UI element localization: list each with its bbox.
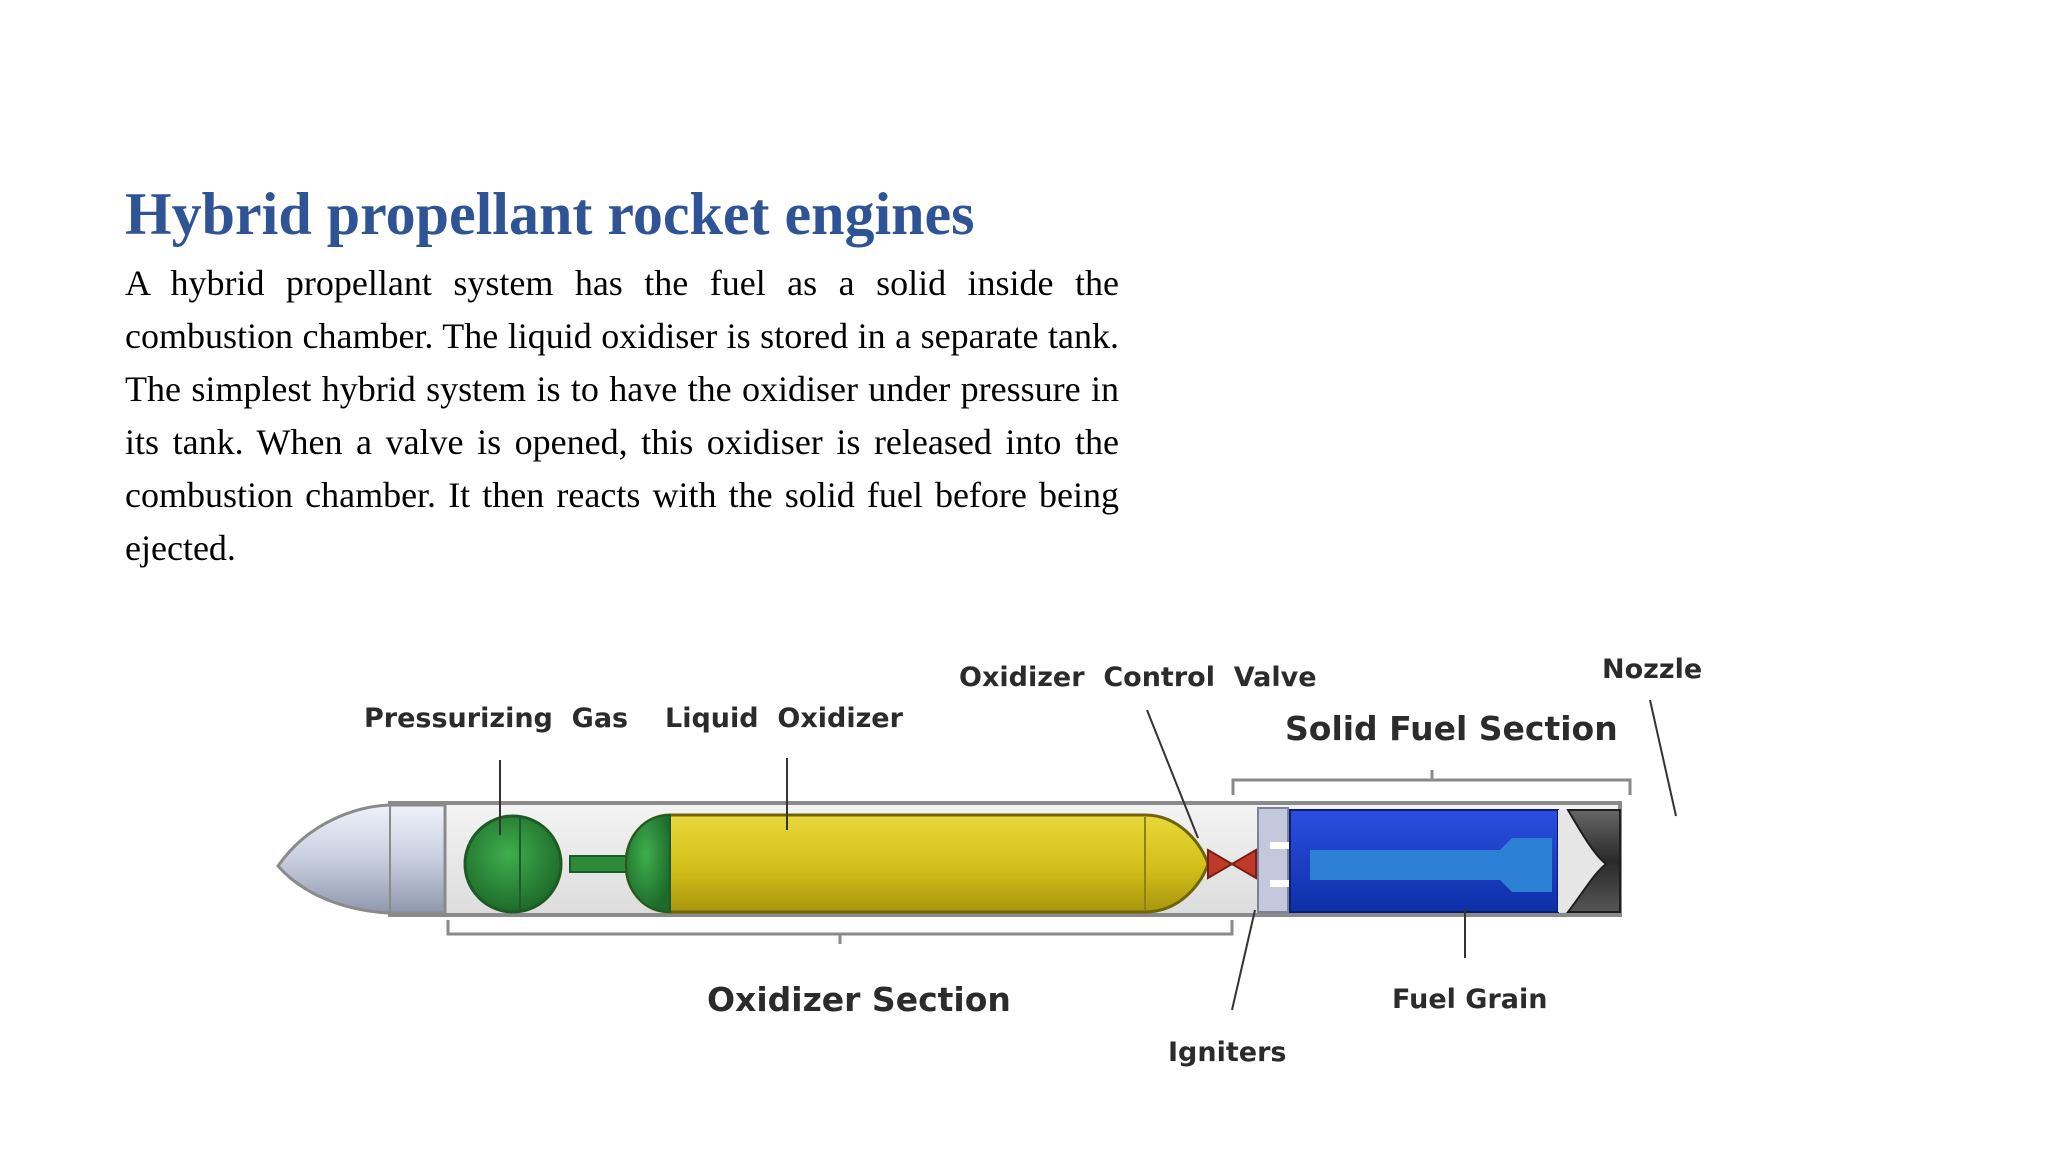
label-solid-fuel-section: Solid Fuel Section: [1285, 709, 1618, 748]
label-igniters: Igniters: [1168, 1037, 1286, 1068]
slide-title: Hybrid propellant rocket engines: [125, 181, 975, 247]
nozzle-bell: [1565, 809, 1621, 913]
pressurizing-gas-sphere: [463, 814, 563, 914]
label-nozzle: Nozzle: [1602, 654, 1702, 685]
liquid-oxidizer-tank: [624, 813, 1210, 914]
label-pressurizing-gas: Pressurizing Gas: [364, 703, 628, 734]
slide-body-text: A hybrid propellant system has the fuel …: [125, 263, 1119, 568]
label-oxidizer-section: Oxidizer Section: [707, 980, 1011, 1019]
gas-connector-pipe: [569, 855, 631, 873]
oxidizer-section-bracket: [446, 920, 1234, 944]
igniter-bottom: [1270, 880, 1296, 887]
igniter-top: [1270, 842, 1296, 849]
label-fuel-grain: Fuel Grain: [1392, 984, 1547, 1015]
fuel-port: [1310, 838, 1552, 892]
label-oxidizer-control-valve: Oxidizer Control Valve: [959, 662, 1317, 693]
oxidizer-control-valve: [1207, 848, 1257, 880]
label-liquid-oxidizer: Liquid Oxidizer: [665, 703, 904, 734]
nozzle-shape: [1558, 810, 1602, 912]
nose-cone: [276, 803, 447, 915]
injector-plate: [1257, 807, 1289, 913]
solid-fuel-section-bracket: [1231, 770, 1632, 795]
hybrid-rocket-diagram: Pressurizing Gas Liquid Oxidizer Oxidize…: [276, 654, 1702, 1068]
